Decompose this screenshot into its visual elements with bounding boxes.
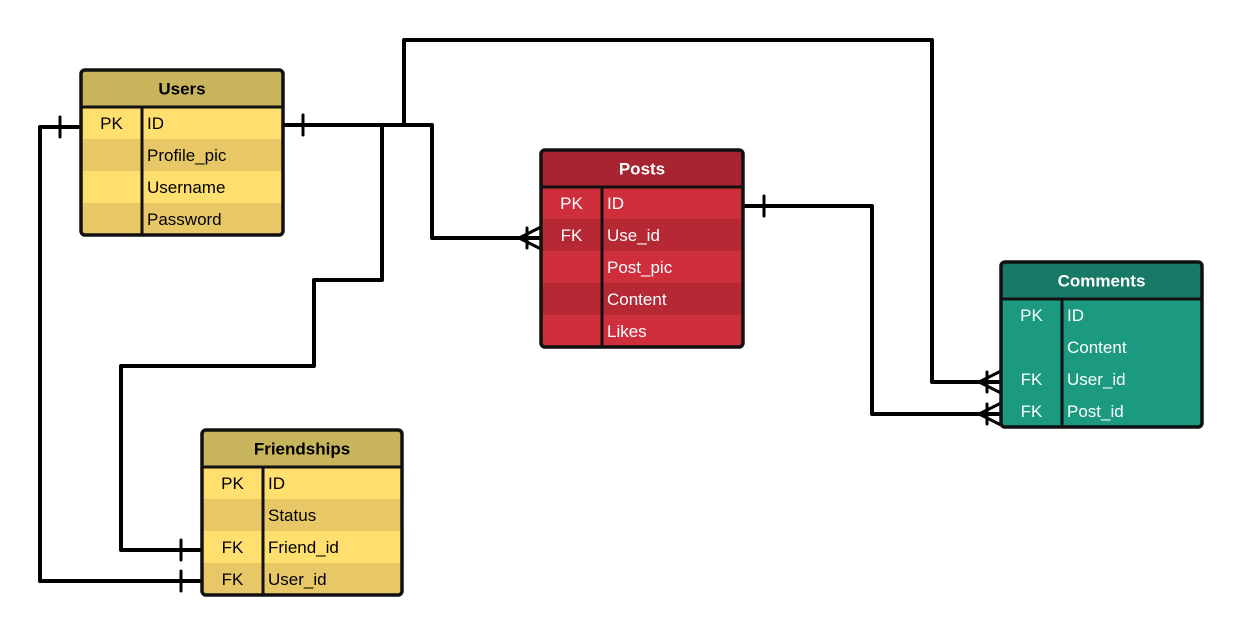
posts-row	[541, 251, 743, 283]
posts-field-likes: Likes	[607, 322, 647, 341]
friendships-title: Friendships	[254, 440, 350, 459]
comments-title: Comments	[1058, 272, 1146, 291]
users-to-friendships-friend-connector	[119, 123, 384, 552]
comments-field-user-id: User_id	[1067, 370, 1126, 389]
many-marker-comments-user-id	[975, 369, 1003, 395]
comments-key-label: FK	[1021, 402, 1043, 421]
many-marker-comments-post-id	[975, 401, 1003, 427]
posts-header	[541, 150, 743, 187]
friendships-key-label: FK	[222, 570, 244, 589]
posts-row	[541, 315, 743, 347]
friendships-border	[200, 428, 404, 597]
posts-title: Posts	[619, 160, 665, 179]
friendships-field-friend-id: Friend_id	[268, 538, 339, 557]
posts-key-label: FK	[561, 226, 583, 245]
users-field-id: ID	[147, 114, 164, 133]
connectors	[38, 38, 1003, 593]
friendships-row	[202, 563, 402, 595]
users-row	[81, 107, 283, 139]
comments-key-label: PK	[1020, 306, 1043, 325]
friendships-row	[202, 467, 402, 499]
users-field-username: Username	[147, 178, 225, 197]
friendships-field-status: Status	[268, 506, 316, 525]
users-row	[81, 171, 283, 203]
users-header	[81, 70, 283, 107]
comments-header	[1001, 262, 1202, 299]
posts-to-comments-connector	[741, 204, 1003, 416]
comments-border	[999, 260, 1204, 429]
posts-row	[541, 283, 743, 315]
posts-row	[541, 219, 743, 251]
friendships-field-id: ID	[268, 474, 285, 493]
posts-field-content: Content	[607, 290, 667, 309]
many-marker-posts-use-id	[515, 225, 543, 251]
comments-row	[1001, 363, 1202, 395]
users-to-posts-connector	[281, 123, 543, 240]
users-row	[81, 139, 283, 171]
friendships-field-user-id: User_id	[268, 570, 327, 589]
comments-field-content: Content	[1067, 338, 1127, 357]
users-row	[81, 203, 283, 235]
users-to-comments-connector	[394, 38, 1003, 384]
comments-row	[1001, 299, 1202, 331]
users-border	[79, 68, 285, 237]
comments-key-label: FK	[1021, 370, 1043, 389]
users-field-profile-pic: Profile_pic	[147, 146, 227, 165]
posts-border	[539, 148, 745, 349]
friendships-header	[202, 430, 402, 467]
friendships-key-label: FK	[222, 538, 244, 557]
friendships-key-label: PK	[221, 474, 244, 493]
comments-field-post-id: Post_id	[1067, 402, 1124, 421]
users-key-label: PK	[100, 114, 123, 133]
posts-field-post-pic: Post_pic	[607, 258, 673, 277]
posts-row	[541, 187, 743, 219]
comments-row	[1001, 331, 1202, 363]
comments-row	[1001, 395, 1202, 427]
users-title: Users	[158, 80, 205, 99]
posts-field-use-id: Use_id	[607, 226, 660, 245]
users-field-password: Password	[147, 210, 222, 229]
friendships-row	[202, 499, 402, 531]
friendships-row	[202, 531, 402, 563]
posts-field-id: ID	[607, 194, 624, 213]
posts-key-label: PK	[560, 194, 583, 213]
comments-field-id: ID	[1067, 306, 1084, 325]
